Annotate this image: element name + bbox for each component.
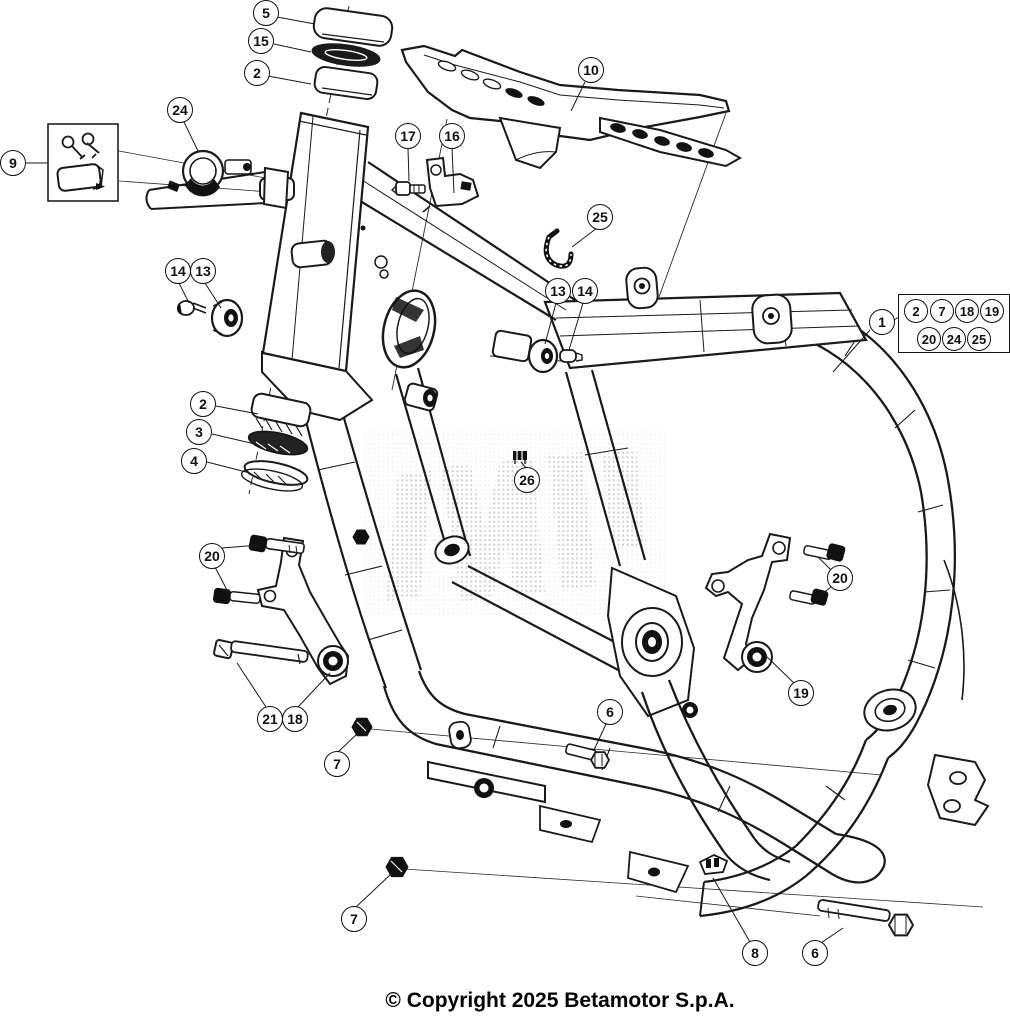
key-lock-kit-box	[47, 123, 119, 202]
keys-icon	[61, 132, 100, 160]
copyright-text: © Copyright 2025 Betamotor S.p.A.	[385, 989, 735, 1012]
callout-6-24: 6	[597, 699, 623, 725]
rear-upper-beam	[543, 266, 868, 370]
group-box-callout-25: 25	[967, 327, 991, 351]
group-box-callout-19: 19	[980, 299, 1004, 323]
callout-24-3: 24	[167, 97, 193, 123]
group-box-callout-20: 20	[917, 327, 941, 351]
callout-9-4: 9	[0, 150, 26, 176]
right-side-plates	[863, 559, 990, 827]
callout-13-11: 13	[545, 278, 571, 304]
callout-3-15: 3	[186, 419, 212, 445]
head-tube	[381, 289, 437, 369]
callout-14-9: 14	[165, 258, 191, 284]
callout-25-8: 25	[587, 204, 613, 230]
skid-plate	[400, 44, 743, 170]
group-box-callout-24: 24	[942, 327, 966, 351]
callout-17-5: 17	[395, 123, 421, 149]
pivot-area	[564, 369, 698, 718]
leader-lines	[25, 16, 900, 944]
small-parts	[176, 156, 915, 937]
callout-20-19: 20	[827, 565, 853, 591]
callout-20-18: 20	[199, 543, 225, 569]
callout-13-10: 13	[190, 258, 216, 284]
group-box-callout-2: 2	[904, 299, 928, 323]
callout-4-16: 4	[181, 448, 207, 474]
group-box-callout-7: 7	[930, 299, 954, 323]
callout-2-14: 2	[190, 391, 216, 417]
callout-21-21: 21	[257, 706, 283, 732]
callout-10-7: 10	[578, 57, 604, 83]
front-panel	[259, 111, 389, 373]
callout-26-17: 26	[514, 467, 540, 493]
callout-19-20: 19	[788, 680, 814, 706]
callout-7-23: 7	[324, 751, 350, 777]
callout-2-2: 2	[244, 60, 270, 86]
callout-15-1: 15	[248, 28, 274, 54]
callout-16-6: 16	[439, 123, 465, 149]
callout-18-22: 18	[282, 706, 308, 732]
bottom-cradle	[382, 670, 886, 894]
mid-braces	[394, 367, 635, 750]
steering-stack-parts	[311, 7, 394, 101]
callout-6-27: 6	[802, 940, 828, 966]
callout-5-0: 5	[253, 0, 279, 26]
callout-7-25: 7	[341, 906, 367, 932]
lock-cylinder-icon	[56, 163, 105, 192]
callout-1-13: 1	[869, 309, 895, 335]
clamp-24	[166, 149, 252, 197]
frame-artwork	[47, 7, 990, 937]
rear-loop-tube	[699, 297, 956, 918]
callout-14-12: 14	[572, 278, 598, 304]
callout-8-26: 8	[742, 940, 768, 966]
group-box-callout-18: 18	[955, 299, 979, 323]
